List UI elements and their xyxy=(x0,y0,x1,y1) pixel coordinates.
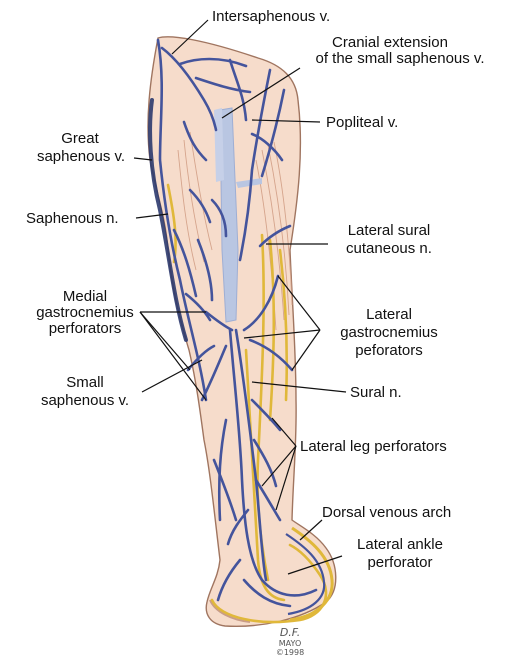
popliteal-vein-shape xyxy=(219,107,239,323)
deep-vein-branch xyxy=(236,178,262,188)
label-great-saphenous-line2: saphenous v. xyxy=(36,148,126,165)
label-cranial-extension-line1: Cranial extension xyxy=(332,34,448,51)
label-cranial-extension-line2: of the small saphenous v. xyxy=(315,50,485,67)
heel-shading xyxy=(209,599,251,623)
label-lateral-ankle-line1: Lateral ankle xyxy=(357,536,443,553)
label-lateral-gastrocnemius-line2: gastrocnemius xyxy=(340,324,438,341)
veins xyxy=(156,38,318,608)
label-small-saphenous-line2: saphenous v. xyxy=(40,392,130,409)
signature-org: MAYO xyxy=(278,639,302,648)
label-lateral-gastrocnemius-line1: Lateral xyxy=(366,306,412,323)
label-intersaphenous: Intersaphenous v. xyxy=(212,8,331,25)
label-medial-gastrocnemius-line2: gastrocnemius xyxy=(36,304,134,321)
label-great-saphenous-line1: Great xyxy=(61,130,99,147)
dorsal-arch-band xyxy=(289,526,334,622)
label-lateral-sural-line1: Lateral sural xyxy=(347,222,431,239)
leader-lines xyxy=(133,19,347,575)
label-popliteal: Popliteal v. xyxy=(326,114,399,131)
signature-initials: D.F. xyxy=(279,626,301,639)
label-sural-nerve: Sural n. xyxy=(350,384,402,401)
label-lateral-leg-perforators: Lateral leg perforators xyxy=(300,438,447,455)
label-medial-gastrocnemius-line1: Medial xyxy=(62,288,108,305)
medial-shadow xyxy=(148,98,188,342)
label-dorsal-venous-arch: Dorsal venous arch xyxy=(322,504,452,521)
label-saphenous-nerve: Saphenous n. xyxy=(26,210,119,227)
label-small-saphenous-line1: Small xyxy=(66,374,104,391)
signature-year: ©1998 xyxy=(275,648,305,657)
label-lateral-sural-line2: cutaneous n. xyxy=(346,240,432,257)
label-lateral-ankle-line2: perforator xyxy=(367,554,433,571)
label-medial-gastrocnemius-line3: perforators xyxy=(48,320,122,337)
label-lateral-gastrocnemius-line3: peforators xyxy=(355,342,423,359)
dorsal-arch-vein xyxy=(285,533,326,616)
